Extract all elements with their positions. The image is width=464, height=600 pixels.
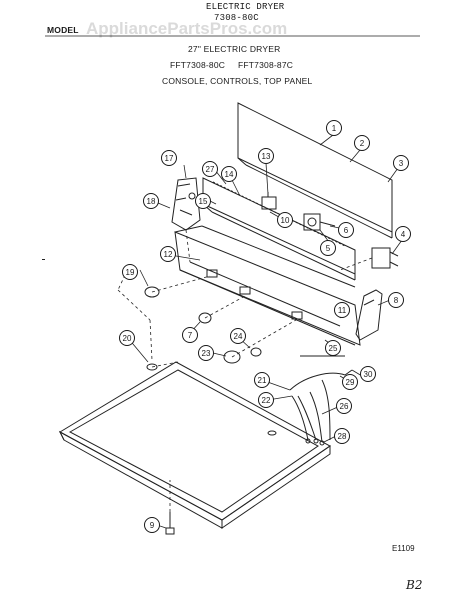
callout-4: 4 bbox=[395, 226, 411, 242]
callout-20: 20 bbox=[119, 330, 135, 346]
callout-2: 2 bbox=[354, 135, 370, 151]
header-line1: ELECTRIC DRYER bbox=[206, 2, 285, 12]
callout-29: 29 bbox=[342, 374, 358, 390]
section-title: CONSOLE, CONTROLS, TOP PANEL bbox=[162, 76, 313, 86]
callout-8: 8 bbox=[388, 292, 404, 308]
screw-part bbox=[165, 512, 175, 535]
callout-7: 7 bbox=[182, 327, 198, 343]
knob-part-7 bbox=[198, 312, 212, 324]
callout-27: 27 bbox=[202, 161, 218, 177]
knob-part-23 bbox=[223, 350, 241, 364]
diagram-code: E1109 bbox=[392, 544, 415, 553]
clip-part bbox=[146, 363, 158, 371]
callout-9: 9 bbox=[144, 517, 160, 533]
knob-part bbox=[144, 286, 160, 298]
callout-24: 24 bbox=[230, 328, 246, 344]
callout-30: 30 bbox=[360, 366, 376, 382]
callout-18: 18 bbox=[143, 193, 159, 209]
callout-1: 1 bbox=[326, 120, 342, 136]
callout-22: 22 bbox=[258, 392, 274, 408]
console-front bbox=[174, 225, 361, 357]
wiring-harness bbox=[289, 369, 353, 446]
callout-28: 28 bbox=[334, 428, 350, 444]
console-back-panel bbox=[237, 102, 393, 239]
header-line2: 7308-80C bbox=[214, 13, 259, 23]
knob-part-24 bbox=[250, 347, 262, 357]
callout-14: 14 bbox=[221, 166, 237, 182]
callout-17: 17 bbox=[161, 150, 177, 166]
model-label: MODEL bbox=[47, 25, 79, 35]
callout-19: 19 bbox=[122, 264, 138, 280]
callout-13: 13 bbox=[258, 148, 274, 164]
subtitle: 27" ELECTRIC DRYER bbox=[188, 44, 281, 54]
assembly-guides bbox=[117, 229, 373, 512]
right-end-cap bbox=[355, 289, 383, 341]
callout-21: 21 bbox=[254, 372, 270, 388]
callout-11: 11 bbox=[334, 302, 350, 318]
left-end-cap bbox=[171, 177, 201, 231]
callout-6: 6 bbox=[338, 222, 354, 238]
callout-25: 25 bbox=[325, 340, 341, 356]
callout-12: 12 bbox=[160, 246, 176, 262]
callout-23: 23 bbox=[198, 345, 214, 361]
model-b: FFT7308-87C bbox=[238, 60, 294, 70]
watermark: AppliancePartsPros.com bbox=[86, 19, 288, 38]
handwritten-mark: B2 bbox=[406, 578, 423, 592]
callout-10: 10 bbox=[277, 212, 293, 228]
control-panel-housing bbox=[202, 177, 356, 281]
callout-5: 5 bbox=[320, 240, 336, 256]
callout-26: 26 bbox=[336, 398, 352, 414]
top-panel bbox=[58, 361, 331, 529]
callout-3: 3 bbox=[393, 155, 409, 171]
margin-mark bbox=[42, 259, 45, 260]
model-a: FFT7308-80C bbox=[170, 60, 226, 70]
callout-15: 15 bbox=[195, 193, 211, 209]
leader-lines bbox=[127, 134, 403, 529]
